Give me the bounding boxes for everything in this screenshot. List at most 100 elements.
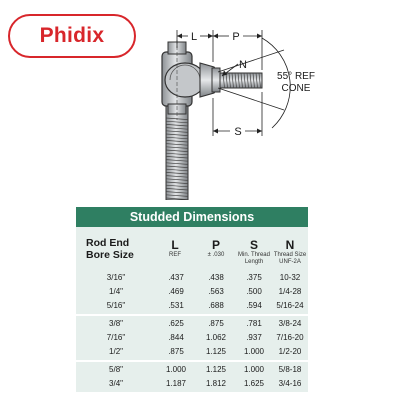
cell-bore: 1/4" — [109, 287, 123, 296]
thread-line — [231, 72, 234, 89]
cell-S: .500 — [246, 287, 262, 296]
thread-line — [243, 72, 246, 89]
studded-dimensions-table: Studded Dimensions Rod End Bore Size L R… — [76, 207, 308, 392]
table-title: Studded Dimensions — [76, 207, 308, 227]
thread-line — [165, 172, 189, 175]
thread-line — [258, 72, 261, 89]
header-N: N Thread Size UNF-2A — [272, 239, 308, 266]
thread-line — [165, 165, 189, 168]
thread-line — [165, 194, 189, 197]
rod-end-drawing: L P N S 55° REF CONE — [161, 30, 315, 200]
header-P-main: P — [211, 238, 220, 252]
label-N: N — [239, 59, 247, 71]
header-bore-line2: Bore Size — [86, 249, 134, 261]
thread-line — [165, 146, 189, 149]
cell-N: 5/16-24 — [276, 301, 304, 310]
cell-L: 1.187 — [165, 379, 187, 388]
header-L: L REF — [154, 239, 196, 259]
thread-line — [165, 159, 189, 162]
phidix-logo: Phidix — [8, 14, 136, 58]
thread-line — [249, 72, 252, 89]
thread-line — [237, 72, 240, 89]
thread-line — [165, 191, 189, 194]
cell-L: .625 — [168, 319, 184, 328]
logo-text: Phidix — [39, 24, 105, 47]
cell-S: 1.000 — [243, 365, 265, 374]
thread-line — [165, 175, 189, 178]
header-P-sub: ± .030 — [207, 252, 225, 258]
cell-bore: 3/8" — [109, 319, 123, 328]
thread-line — [165, 156, 189, 159]
cell-bore: 3/16" — [106, 273, 126, 282]
ball — [164, 62, 206, 98]
thread-line — [165, 197, 189, 200]
cell-bore: 5/8" — [109, 365, 123, 374]
label-L: L — [191, 31, 197, 43]
cell-N: 3/4-16 — [278, 379, 302, 388]
table-header: Rod End Bore Size L REF P ± .030 S Min. … — [76, 227, 308, 271]
header-bore-line1: Rod End — [86, 237, 130, 249]
thread-line — [225, 72, 228, 89]
cell-P: 1.125 — [205, 347, 227, 356]
cell-L: 1.000 — [165, 365, 187, 374]
cell-P: 1.812 — [205, 379, 227, 388]
cell-N: 5/8-18 — [278, 365, 302, 374]
thread-line — [165, 143, 189, 146]
cone-label-line2: CONE — [282, 83, 311, 94]
cell-bore: 5/16" — [106, 301, 126, 310]
thread-line — [165, 124, 189, 127]
header-bore-size: Rod End Bore Size — [86, 237, 134, 261]
thread-line — [165, 136, 189, 140]
thread-line — [165, 133, 189, 136]
header-L-main: L — [171, 238, 179, 252]
thread-line — [240, 72, 243, 89]
cell-N: 3/8-24 — [278, 319, 302, 328]
cell-N: 10-32 — [279, 273, 301, 282]
cone-label-line1: 55° REF — [277, 71, 315, 82]
cell-bore: 7/16" — [106, 333, 126, 342]
thread-line — [165, 178, 189, 181]
thread-line — [165, 181, 189, 184]
thread-line — [165, 152, 189, 156]
table-row: 3/8" .625 .875 .781 3/8-24 — [76, 317, 308, 331]
cell-N: 1/2-20 — [278, 347, 302, 356]
header-L-sub: REF — [169, 252, 181, 258]
cell-P: .438 — [208, 273, 224, 282]
dimension-arrows — [177, 33, 262, 134]
stud-cone — [199, 62, 221, 98]
thread-line — [165, 149, 189, 152]
cell-L: .469 — [168, 287, 184, 296]
cell-S: .781 — [246, 319, 262, 328]
cell-P: 1.062 — [205, 333, 227, 342]
cell-L: .844 — [168, 333, 184, 342]
cell-S: 1.000 — [243, 347, 265, 356]
thread-line — [255, 72, 258, 89]
dimension-lines — [176, 30, 291, 136]
cell-L: .437 — [168, 273, 184, 282]
cell-L: .875 — [168, 347, 184, 356]
header-N-sub1: Thread Size — [273, 252, 307, 258]
thread-line — [165, 140, 189, 143]
cell-bore: 3/4" — [109, 379, 123, 388]
thread-line — [165, 162, 189, 165]
cell-S: .375 — [246, 273, 262, 282]
shank-thread-lines — [165, 117, 189, 200]
cell-S: .594 — [246, 301, 262, 310]
thread-line — [165, 188, 189, 191]
label-P: P — [232, 31, 239, 43]
cell-P: .875 — [208, 319, 224, 328]
cell-N: 7/16-20 — [276, 333, 304, 342]
stud-thread-lines — [222, 72, 261, 89]
header-N-main: N — [285, 238, 295, 252]
group-separator — [76, 360, 308, 362]
thread-line — [165, 127, 189, 130]
group-separator — [76, 314, 308, 316]
header-N-sub2: UNF-2A — [279, 259, 301, 265]
header-S: S Min. Thread Length — [234, 239, 274, 266]
